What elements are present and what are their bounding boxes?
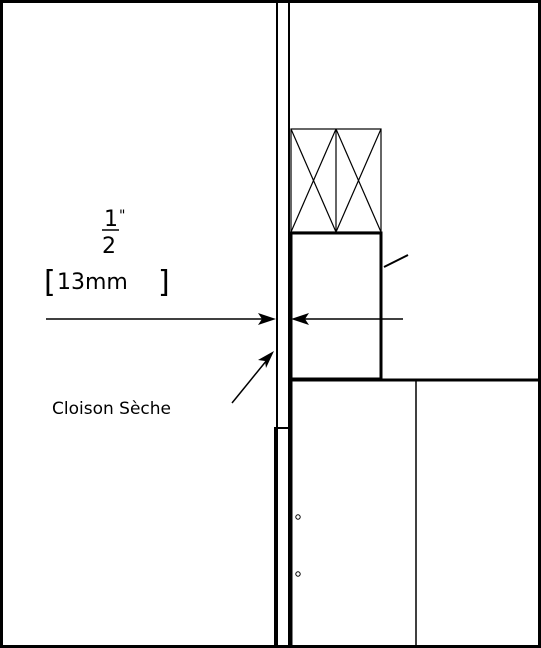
filler-block [289, 231, 383, 381]
hinge-dot-lower [295, 571, 301, 577]
drywall-label: Cloison Sèche [52, 399, 171, 419]
dimension-bracket-open: [ [44, 265, 56, 300]
dimension-denominator: 2 [102, 234, 116, 259]
hinge-dot-upper [295, 514, 301, 520]
dimension-arrow-right-head [291, 313, 309, 325]
drywall-callout-shaft [231, 359, 268, 404]
dimension-metric: 13mm [57, 270, 128, 295]
blocking-cross-braces [290, 128, 382, 233]
dimension-numerator: 1 [104, 207, 118, 232]
dimension-bracket-close: ] [158, 265, 170, 300]
dimension-arrow-left-head [258, 313, 276, 325]
filler-leader-line [383, 254, 409, 268]
dimension-inch-mark: " [119, 208, 125, 224]
lower-panel-step [274, 427, 289, 646]
drywall-callout-head [258, 351, 274, 368]
